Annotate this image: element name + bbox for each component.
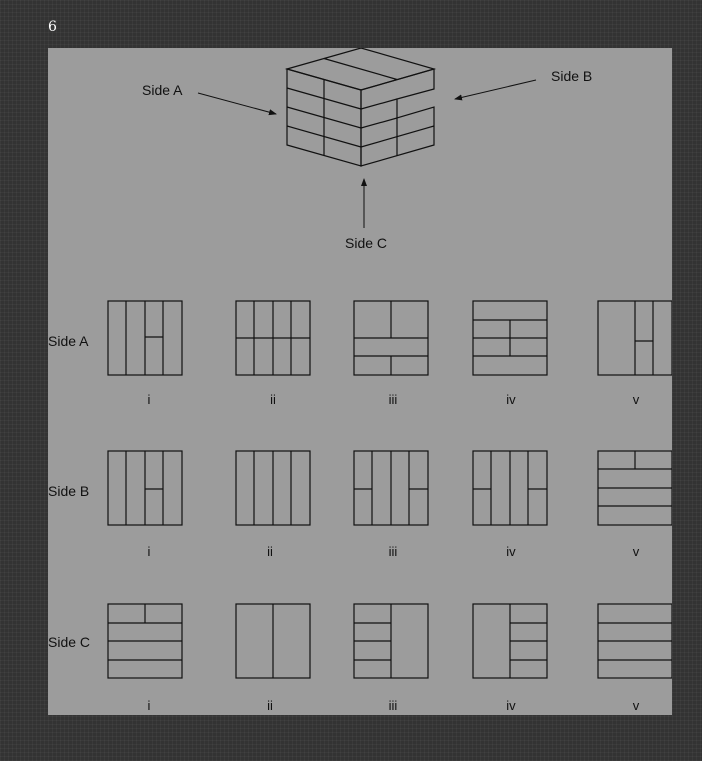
option-label-b-iv: iv [506,544,516,559]
arrow-side-b [454,79,537,101]
option-label-a-i: i [148,392,151,407]
option-b-v[interactable] [597,450,672,526]
option-label-a-ii: ii [270,392,276,407]
option-c-ii[interactable] [235,603,311,679]
option-b-ii[interactable] [235,450,311,526]
option-c-iv[interactable] [472,603,548,679]
label-side-c: Side C [345,235,387,251]
puzzle-figure: Side A Side B Side C Side A i ii i [48,48,672,715]
option-c-v[interactable] [597,603,672,679]
option-label-b-ii: ii [267,544,273,559]
option-label-c-ii: ii [267,698,273,713]
row-label-side-a: Side A [48,333,89,349]
option-label-a-iv: iv [506,392,516,407]
option-label-a-v: v [633,392,640,407]
option-b-iv[interactable] [472,450,548,526]
option-label-c-i: i [148,698,151,713]
option-a-iv[interactable] [472,300,548,376]
option-label-c-v: v [633,698,640,713]
option-a-iii[interactable] [353,300,429,376]
option-label-b-v: v [633,544,640,559]
option-a-i[interactable] [107,300,183,376]
option-c-i[interactable] [107,603,183,679]
option-label-b-iii: iii [389,544,398,559]
option-label-a-iii: iii [389,392,398,407]
option-b-i[interactable] [107,450,183,526]
option-a-ii[interactable] [235,300,311,376]
option-label-b-i: i [148,544,151,559]
label-side-a: Side A [142,82,183,98]
block-figure [284,48,437,167]
puzzle-svg: Side A Side B Side C Side A i ii i [48,48,672,713]
row-label-side-b: Side B [48,483,89,499]
label-side-b: Side B [551,68,592,84]
row-label-side-c: Side C [48,634,90,650]
arrow-side-a [197,92,277,116]
option-a-v[interactable] [597,300,672,376]
page-number: 6 [48,19,57,35]
option-label-c-iv: iv [506,698,516,713]
option-c-iii[interactable] [353,603,429,679]
option-label-c-iii: iii [389,698,398,713]
option-b-iii[interactable] [353,450,429,526]
